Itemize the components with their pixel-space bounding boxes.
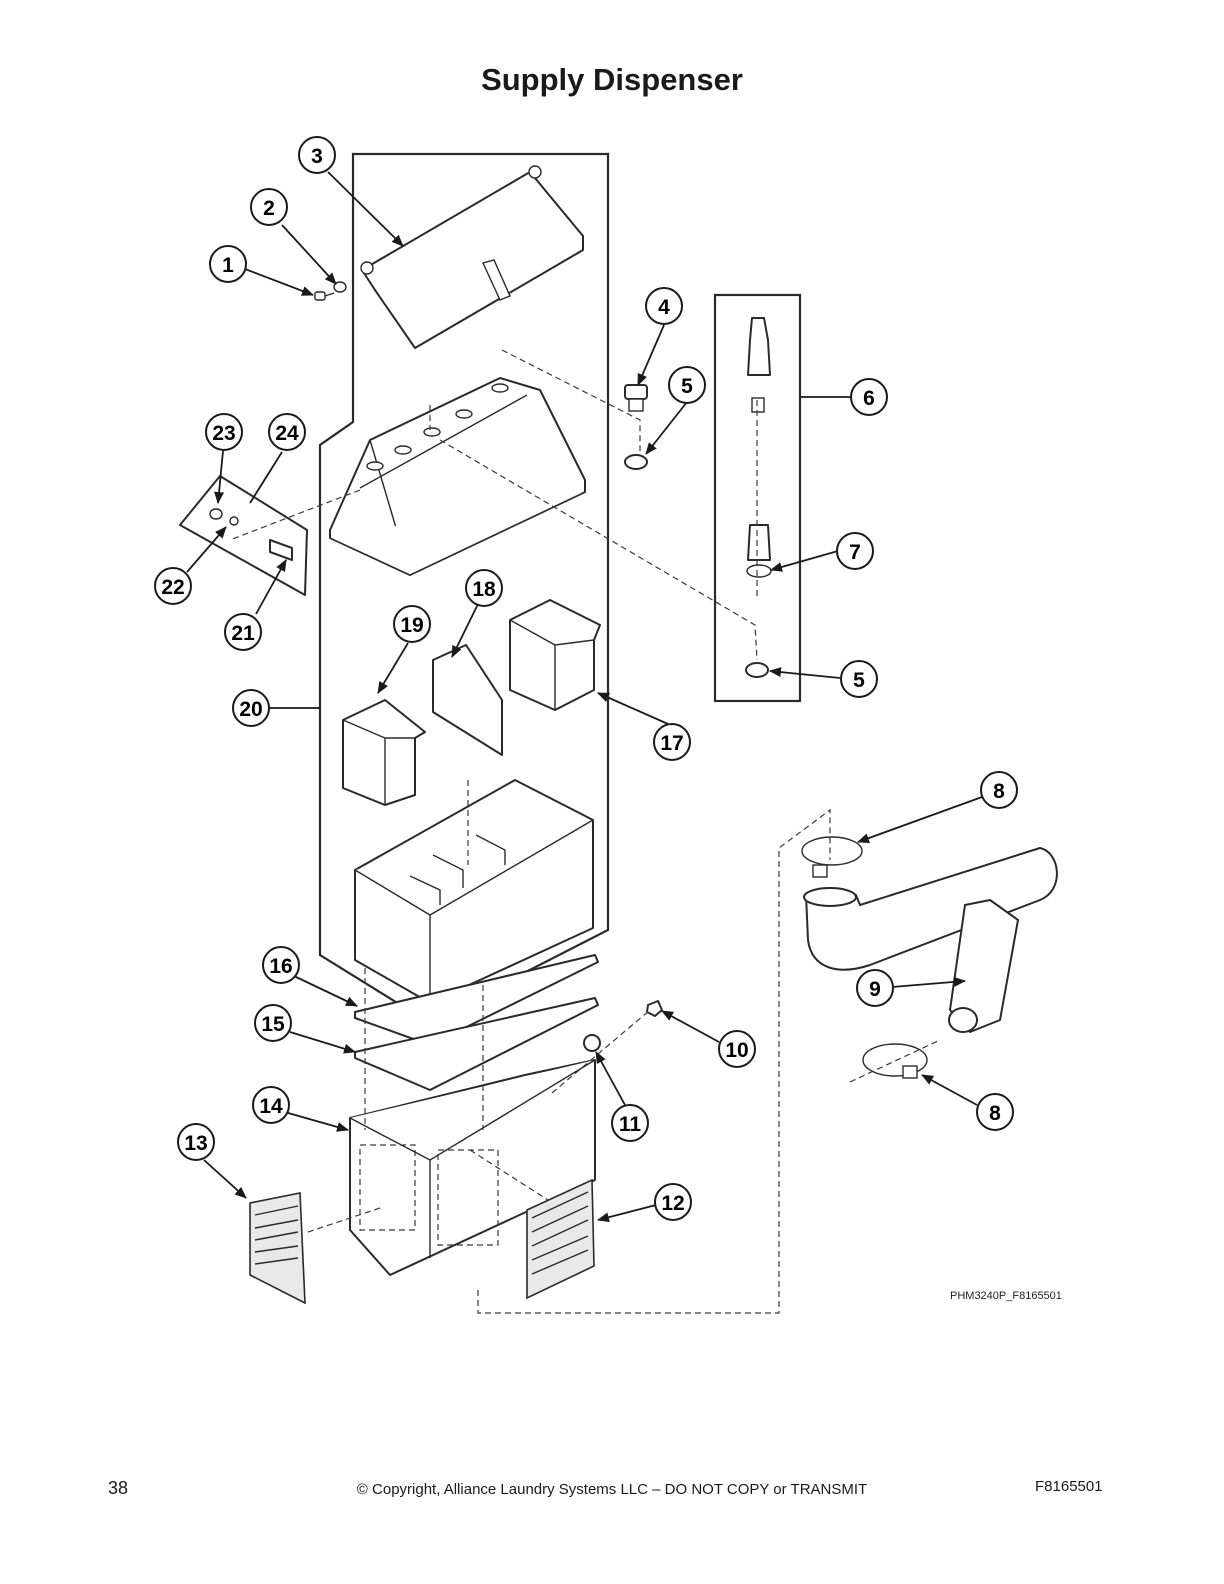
svg-text:16: 16 [269,955,292,978]
nut-part-10 [646,1000,663,1017]
callout-12: 12 [654,1183,692,1221]
callout-7: 7 [836,532,874,570]
hose-clamp-lower [862,1043,928,1079]
drain-hose-part [803,847,1058,1033]
svg-text:19: 19 [400,614,423,637]
callout-18: 18 [465,569,503,607]
svg-text:8: 8 [989,1102,1001,1125]
svg-text:13: 13 [184,1132,207,1155]
page-title: Supply Dispenser [481,62,743,97]
leader-lines [186,171,983,1223]
callout-13: 13 [177,1123,215,1161]
washer-part [333,281,347,293]
svg-text:20: 20 [239,698,262,721]
compartment-box-17 [509,599,601,711]
svg-text:10: 10 [725,1039,748,1062]
nut-part-upper [624,454,648,470]
assembly-20-frame [318,152,610,1024]
callout-20: 20 [232,689,270,727]
svg-text:21: 21 [231,622,255,645]
callout-8-lower: 8 [976,1093,1014,1131]
callout-5-lower: 5 [840,660,878,698]
callout-8-upper: 8 [980,771,1018,809]
svg-text:1: 1 [222,254,234,277]
callout-10: 10 [718,1030,756,1068]
callout-15: 15 [254,1004,292,1042]
callout-19: 19 [393,605,431,643]
tray-part [329,377,586,576]
svg-text:11: 11 [619,1113,642,1136]
callout-3: 3 [298,136,336,174]
callout-23: 23 [205,413,243,451]
svg-text:14: 14 [259,1095,283,1118]
warning-label-13 [249,1192,306,1305]
svg-text:2: 2 [263,197,275,220]
callout-9: 9 [856,969,894,1007]
svg-text:5: 5 [681,375,693,398]
page-number: 38 [108,1478,129,1498]
callout-17: 17 [653,723,691,761]
callout-6: 6 [850,378,888,416]
assembly-6-frame [713,293,802,703]
callout-4: 4 [645,287,683,325]
callout-16: 16 [262,946,300,984]
callout-1: 1 [209,245,247,283]
cover-plate-part [179,475,308,596]
hose-clamp-upper [801,836,863,878]
svg-text:9: 9 [869,978,881,1001]
main-bin-part [354,779,594,1004]
seal-strip-15 [354,997,599,1091]
divider-plate-18 [432,644,503,756]
document-code: F8165501 [1035,1478,1103,1495]
o-ring-part [746,564,772,578]
svg-text:22: 22 [161,576,184,599]
svg-text:17: 17 [660,732,683,755]
valve-fitting-part [747,317,771,561]
callout-24: 24 [268,413,306,451]
callout-5-upper: 5 [668,366,706,404]
svg-text:5: 5 [853,669,865,692]
copyright-notice: © Copyright, Alliance Laundry Systems LL… [356,1481,868,1498]
callout-21: 21 [224,613,262,651]
warning-label-12 [526,1178,595,1300]
svg-text:6: 6 [863,387,875,410]
svg-text:12: 12 [661,1192,684,1215]
svg-text:3: 3 [311,145,323,168]
svg-text:18: 18 [472,578,496,601]
screw-part [314,291,335,301]
callout-11: 11 [611,1104,649,1142]
callout-14: 14 [252,1086,290,1124]
seal-strip-16 [354,954,599,1046]
figure-code: PHM3240P_F8165501 [950,1290,1062,1302]
svg-text:24: 24 [275,422,299,445]
svg-text:23: 23 [212,422,235,445]
callout-22: 22 [154,567,192,605]
base-part [349,1059,596,1276]
plug-part [624,384,648,412]
callout-2: 2 [250,188,288,226]
svg-text:7: 7 [849,541,861,564]
washer-part-11 [583,1034,601,1052]
lid-part [360,165,584,349]
nut-part-lower [745,662,769,678]
svg-text:4: 4 [658,296,670,319]
svg-text:8: 8 [993,780,1005,803]
svg-text:15: 15 [261,1013,285,1036]
compartment-box-19 [342,699,426,806]
